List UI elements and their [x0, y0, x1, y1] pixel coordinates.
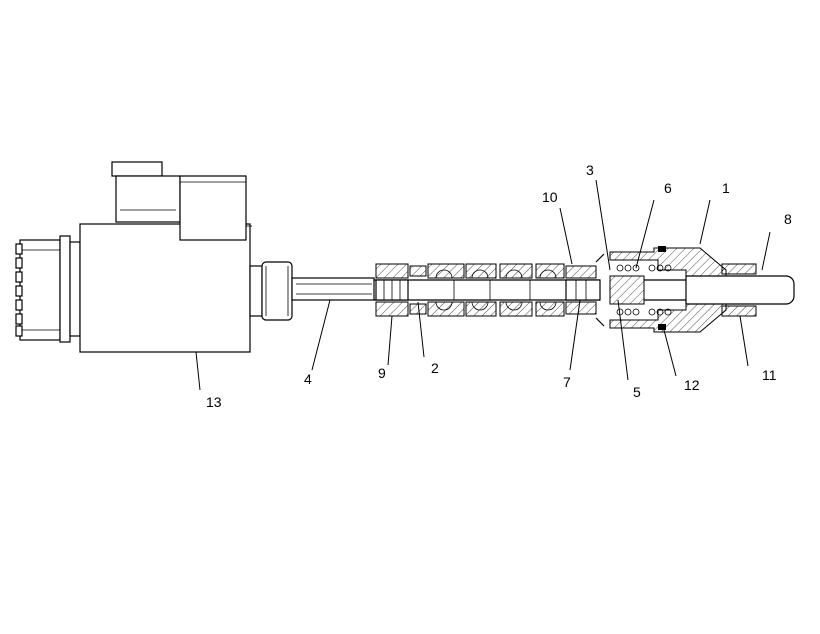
- callout-12: 12: [684, 377, 700, 393]
- push-rod: [291, 277, 375, 301]
- callout-8: 8: [784, 211, 792, 227]
- valve-spool-body: [374, 253, 605, 327]
- callout-7: 7: [563, 374, 571, 390]
- callout-13: 13: [206, 394, 222, 410]
- leader-lines: [195, 179, 771, 391]
- end-cap-ribs: [15, 243, 23, 337]
- callout-11: 11: [762, 367, 777, 383]
- solenoid-coil: [15, 161, 293, 353]
- callout-2: 2: [431, 360, 439, 376]
- callout-6: 6: [664, 180, 672, 196]
- callout-10: 10: [542, 189, 558, 205]
- callout-9: 9: [378, 365, 386, 381]
- callout-1: 1: [722, 180, 730, 196]
- callout-5: 5: [633, 384, 641, 400]
- callout-4: 4: [304, 371, 312, 387]
- callout-labels: 1 2 3 4 5 6 7 8 9 10 11 12 13: [206, 162, 792, 410]
- callout-3: 3: [586, 162, 594, 178]
- valve-housing: [609, 246, 795, 333]
